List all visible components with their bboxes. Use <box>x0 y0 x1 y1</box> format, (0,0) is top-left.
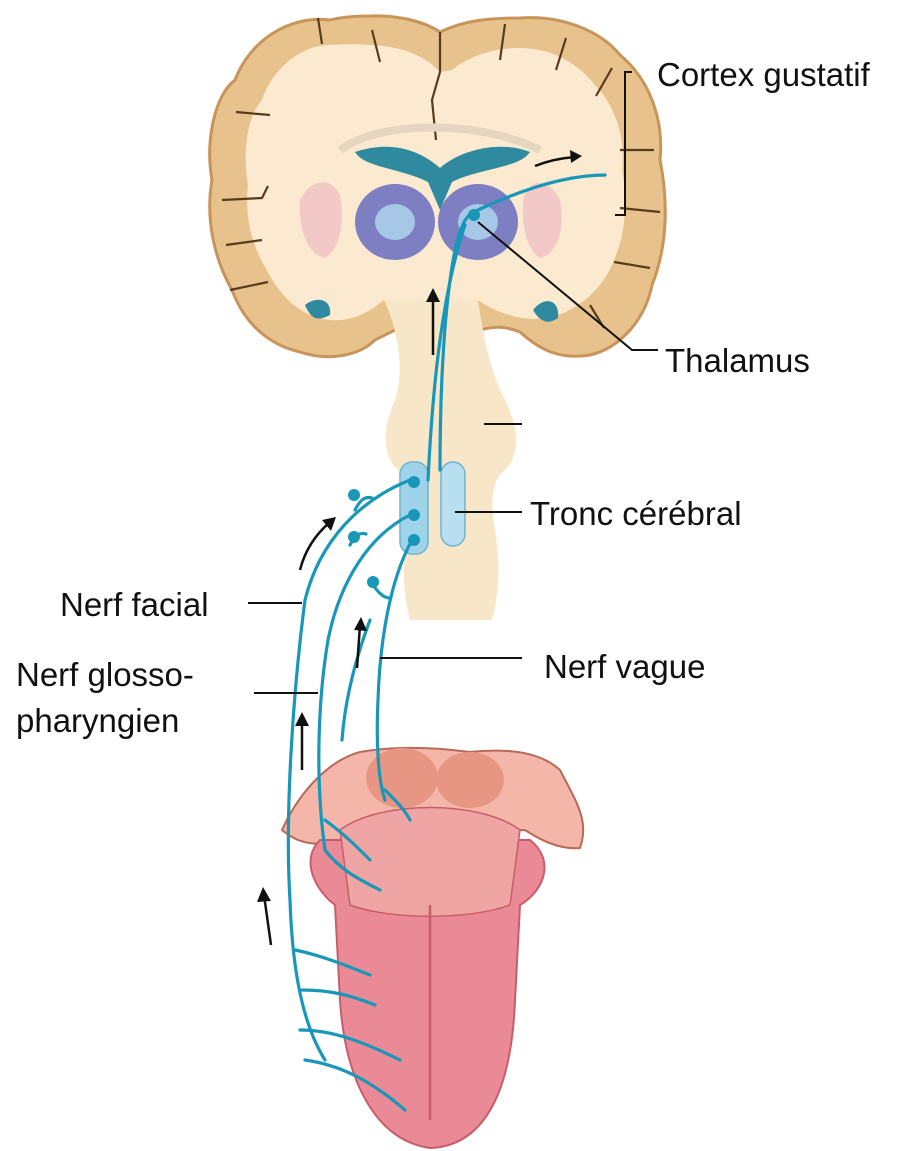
thalamus-left-core <box>375 204 415 240</box>
brainstem-nucleus-right <box>441 462 465 546</box>
arrow-glosso-up <box>295 712 309 770</box>
label-nerf-vague: Nerf vague <box>544 648 705 686</box>
epiglottis-right <box>436 752 504 808</box>
label-nerf-facial: Nerf facial <box>60 586 209 624</box>
vagus-side-branch <box>342 620 370 740</box>
label-thalamus: Thalamus <box>665 342 810 380</box>
papillae-region <box>340 808 520 917</box>
tongue <box>282 748 583 1148</box>
label-tronc-cerebral: Tronc cérébral <box>530 495 742 533</box>
label-nerf-glosso-line1: Nerf glosso- <box>16 656 194 694</box>
label-cortex-gustatif: Cortex gustatif <box>657 56 870 94</box>
label-nerf-glosso-line2: pharyngien <box>16 702 179 740</box>
arrow-tongue-up <box>257 887 271 945</box>
brainstem <box>384 300 516 620</box>
